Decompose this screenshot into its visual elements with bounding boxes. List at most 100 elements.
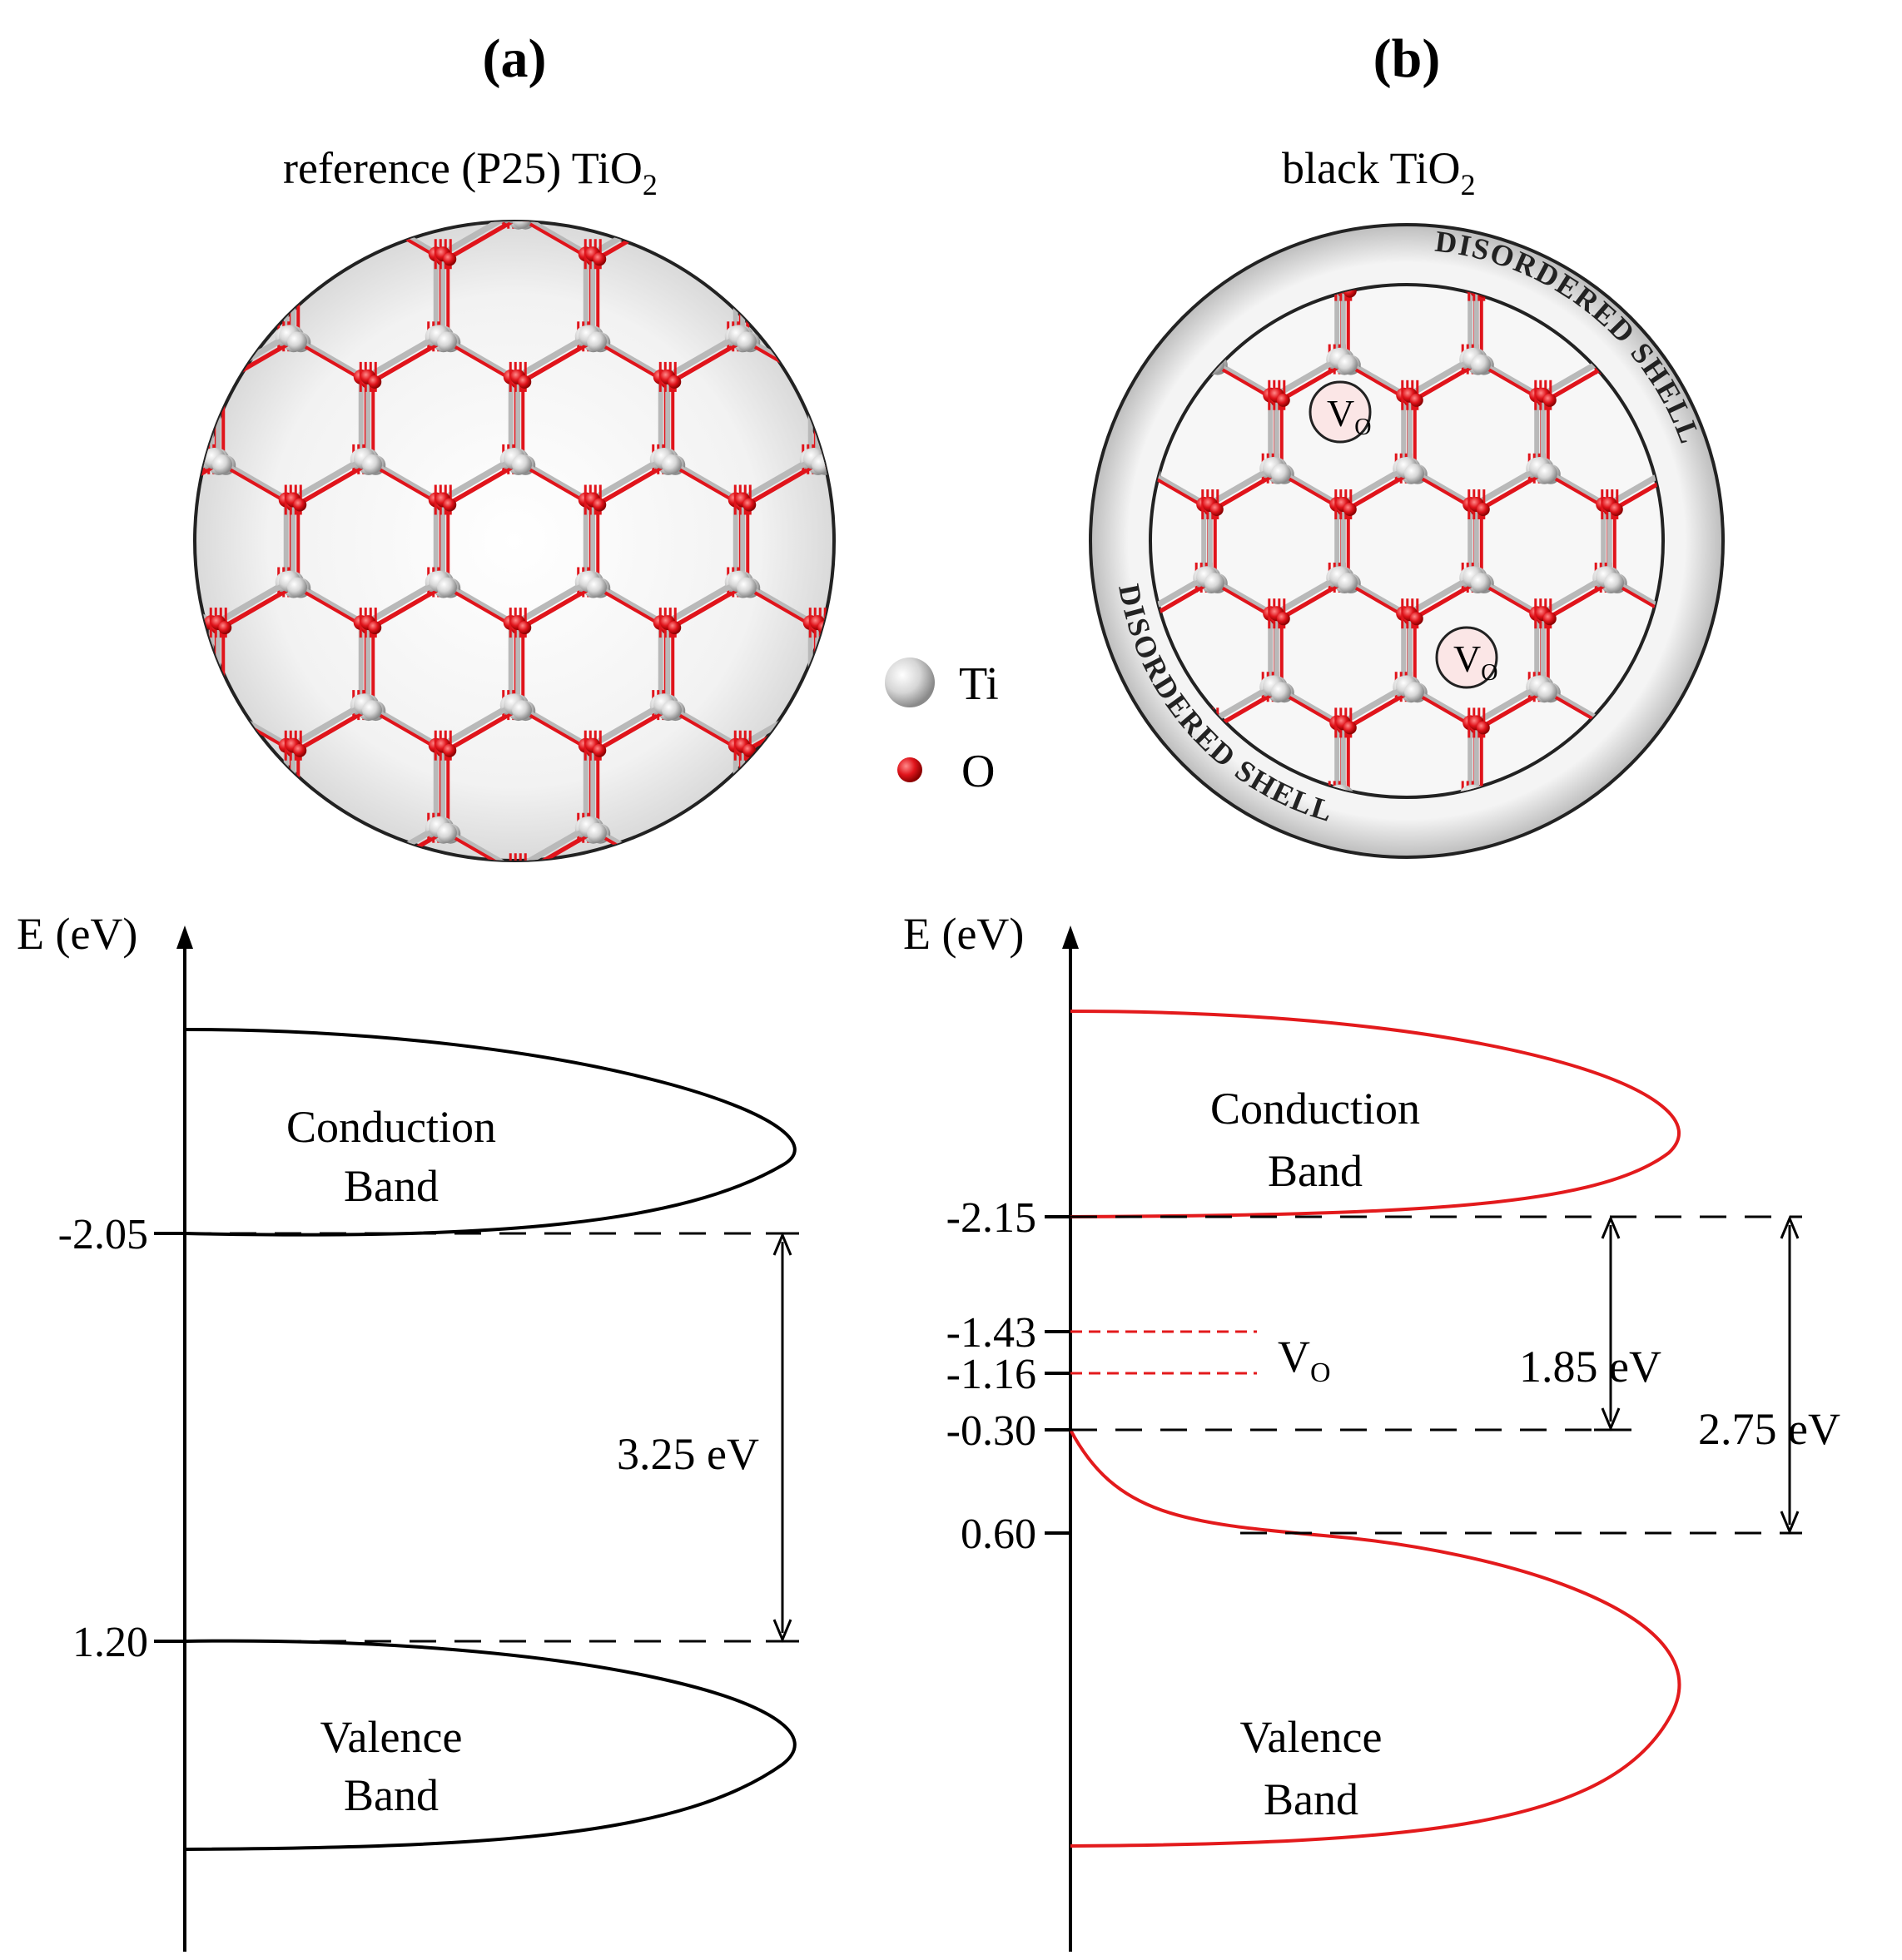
o-bond [1610,285,1663,294]
titanium-atom [141,332,161,352]
titanium-atom [132,325,154,347]
titanium-atom [275,816,297,839]
ti-o-bond [964,459,1035,500]
titanium-atom [1471,136,1491,156]
titanium-atom [1130,239,1151,261]
oxygen-atom [593,743,607,757]
ti-o-bond [195,702,216,748]
oxygen-atom [1333,935,1348,950]
titanium-atom [1133,239,1155,261]
oxygen-atom [282,985,297,1000]
o-bond [70,464,142,505]
oxygen-atom [507,861,522,876]
titanium-atom [1601,791,1621,797]
titanium-atom [1271,464,1291,484]
titanium-atom [507,940,529,961]
titanium-atom [1659,239,1681,261]
titanium-atom [362,454,382,474]
ti-o-bond [213,826,288,861]
oxygen-atom [1276,393,1290,407]
oxygen-atom [1070,715,1085,730]
oxygen-atom [286,252,300,266]
o-bond [818,831,834,861]
oxygen-atom [657,861,672,876]
oxygen-atom [742,498,757,512]
o-bond [1214,471,1280,511]
titanium-atom [141,824,161,844]
oxygen-atom [1740,504,1753,517]
ti-o-bond [288,825,363,861]
lattice-unit [807,333,974,508]
ti-o-bond [889,335,961,377]
ti-o-bond [68,335,140,377]
oxygen-atom [68,375,82,389]
o-bond [223,95,295,136]
ti-o-bond [741,826,816,861]
oxygen-atom [1011,612,1024,625]
oxygen-atom [1607,940,1620,954]
o-bond [1016,582,1079,618]
titanium-atom [737,822,757,843]
titanium-atom [1268,901,1288,921]
titanium-atom [1008,464,1028,484]
titanium-atom [1604,136,1624,156]
titanium-legend-icon [885,657,935,707]
oxygen-atom [1074,504,1087,517]
oxygen-atom [742,252,757,266]
oxygen-atom [961,375,974,389]
ti-o-bond [741,456,816,503]
o-bond [523,95,594,136]
oxygen-atom [1028,493,1043,508]
titanium-atom [1408,901,1428,921]
oxygen-atom [728,246,743,262]
titanium-atom [662,221,682,229]
titanium-atom [1338,573,1358,593]
oxygen-atom [136,246,151,261]
oxygen-atom [293,252,307,266]
oxygen-atom [817,375,832,389]
oxygen-atom [664,867,678,881]
oxygen-atom [1140,831,1154,844]
o-bond [744,955,816,997]
titanium-atom [57,449,79,470]
ti-o-bond [812,334,834,380]
oxygen-atom [1133,825,1148,840]
conduction-band-label-a-1: Conduction [286,1102,496,1152]
o-bond [195,708,217,753]
o-bond [747,221,821,261]
o-bond [1280,580,1347,620]
oxygen-atom [504,861,519,876]
o-bond [894,464,966,506]
titanium-atom [953,448,975,469]
titanium-atom [1734,355,1754,375]
titanium-atom [1138,246,1158,265]
o-bond [1212,145,1275,181]
o-bond [672,831,746,861]
oxygen-atom [660,124,675,139]
legend-o: O [961,746,995,797]
ti-o-bond [739,950,811,992]
ti-o-bond [1340,906,1403,942]
ti-o-bond [1608,793,1663,797]
oxygen-atom [811,866,824,880]
o-bond [1611,911,1675,947]
oxygen-atom [354,861,369,876]
oxygen-atom [211,861,226,876]
oxygen-atom [886,499,899,512]
titanium-atom [665,221,686,230]
oxygen-atom [510,861,525,876]
oxygen-atom [1732,716,1747,731]
oxygen-atom [1077,721,1090,734]
oxygen-atom [1209,503,1224,516]
titanium-atom [512,221,532,229]
ti-o-bond [1011,577,1074,613]
ti-o-bond [1673,796,1736,832]
titanium-atom [1541,901,1561,921]
lattice-unit [0,448,154,635]
lattice-unit [209,816,369,1004]
o-bond [822,339,834,384]
ti-o-bond [1543,140,1607,176]
o-bond [818,707,834,752]
o-bond [742,831,817,861]
oxygen-atom [290,990,303,1004]
